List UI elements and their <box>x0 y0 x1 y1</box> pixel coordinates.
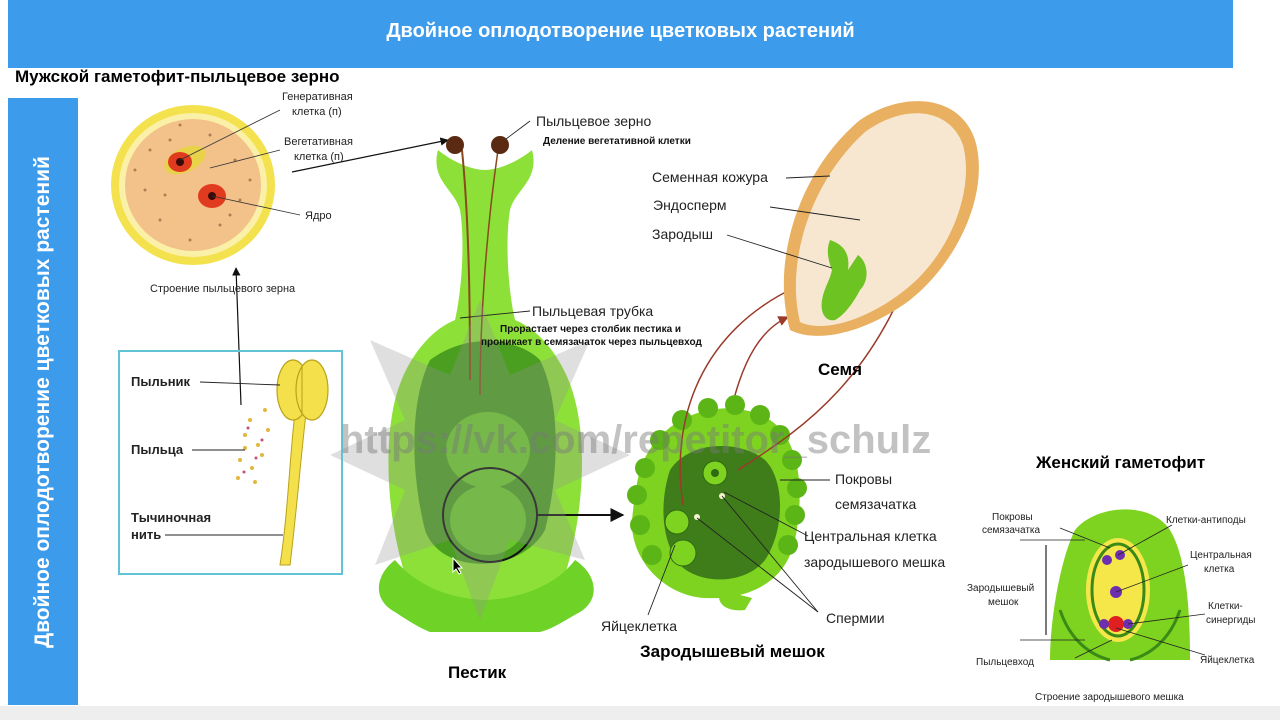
stamen-box <box>118 350 343 575</box>
seed-leader-lines <box>726 175 861 269</box>
female-central-cell-label-2: клетка <box>1204 564 1235 575</box>
female-gametophyte-leader-lines <box>1020 524 1206 659</box>
central-cell-label: Центральная клетка <box>804 528 937 544</box>
ovule-integument-label: Покровы <box>835 471 893 487</box>
central-cell-label-2: зародышевого мешка <box>804 554 946 570</box>
male-gametophyte-title: Мужской гаметофит-пыльцевое зерно <box>15 67 340 86</box>
synergids-label: Клетки- <box>1208 601 1243 612</box>
stamen-to-grain-arrow <box>232 267 242 406</box>
generative-cell-label-2: клетка (п) <box>292 106 342 118</box>
seed-title: Семя <box>818 360 863 379</box>
vegetative-division-note: Деление вегетативной клетки <box>543 136 691 147</box>
pollen-grain-label: Пыльцевое зерно <box>536 113 652 129</box>
embryo-sac-caption: Строение зародышевого мешка <box>1035 692 1184 703</box>
mouse-cursor-icon <box>452 557 464 575</box>
female-gametophyte-illustration <box>1050 509 1190 662</box>
pollen-tube-label: Пыльцевая трубка <box>532 303 654 319</box>
bottom-strip <box>0 706 1280 720</box>
page-title: Двойное оплодотворение цветковых растени… <box>386 20 855 42</box>
grain-to-pistil-arrow <box>291 137 449 173</box>
synergids-label-2: синергиды <box>1206 615 1256 626</box>
pollen-grain-illustration <box>111 105 275 265</box>
endosperm-label: Эндосперм <box>653 197 727 213</box>
watermark-star <box>330 300 630 620</box>
embryo-sac-leader-lines <box>647 479 830 616</box>
vegetative-cell-label: Вегетативная <box>284 136 353 148</box>
watermark-url: https://vk.com/repetitor_schulz <box>340 418 932 462</box>
egg-to-embryo-arrow <box>679 284 801 506</box>
seed-illustration <box>783 101 979 336</box>
female-integument-label-2: семязачатка <box>982 525 1041 536</box>
filament-label: Тычиночная <box>131 510 212 525</box>
pollen-grain-leader-lines <box>179 109 301 216</box>
pollen-grain-caption: Строение пыльцевого зерна <box>150 283 296 295</box>
pollen-tube-note-1: Прорастает через столбик пестика и <box>500 324 682 335</box>
stamen-illustration <box>236 359 329 566</box>
anther-label: Пыльник <box>131 374 191 389</box>
embryo-sac-side-label: Зародышевый <box>967 583 1035 594</box>
nucleus-label: Ядро <box>305 210 332 222</box>
antipodal-cells-label: Клетки-антиподы <box>1166 515 1246 526</box>
female-egg-cell-label: Яйцеклетка <box>1200 655 1255 666</box>
seed-coat-label: Семенная кожура <box>652 169 768 185</box>
filament-label-2: нить <box>131 527 162 542</box>
generative-cell-label: Генеративная <box>282 91 353 103</box>
pistil-leader-lines <box>459 120 531 319</box>
female-gametophyte-title: Женский гаметофит <box>1036 453 1206 472</box>
embryo-sac-title: Зародышевый мешок <box>640 642 825 661</box>
sperm-label: Спермии <box>826 610 885 626</box>
embryo-sac-side-label-2: мешок <box>988 597 1019 608</box>
pollen-label: Пыльца <box>131 442 184 457</box>
header-banner: Двойное оплодотворение цветковых растени… <box>8 0 1233 68</box>
micropyle-label: Пыльцевход <box>976 657 1034 668</box>
pollen-tube-note-2: проникает в семязачаток через пыльцевход <box>481 337 702 348</box>
pistil-title: Пестик <box>448 663 507 682</box>
pistil-illustration <box>378 136 594 632</box>
vegetative-cell-label-2: клетка (п) <box>294 151 344 163</box>
ovule-integument-label-2: семязачатка <box>835 496 917 512</box>
female-central-cell-label: Центральная <box>1190 550 1252 561</box>
embryo-sac-illustration <box>627 395 807 611</box>
embryo-label: Зародыш <box>652 226 713 242</box>
stamen-leader-lines <box>165 381 283 536</box>
female-integument-label: Покровы <box>992 512 1033 523</box>
egg-cell-label: Яйцеклетка <box>601 618 677 634</box>
sac-to-seed-arrow <box>734 316 789 396</box>
side-banner: Двойное оплодотворение цветковых растени… <box>8 98 78 705</box>
